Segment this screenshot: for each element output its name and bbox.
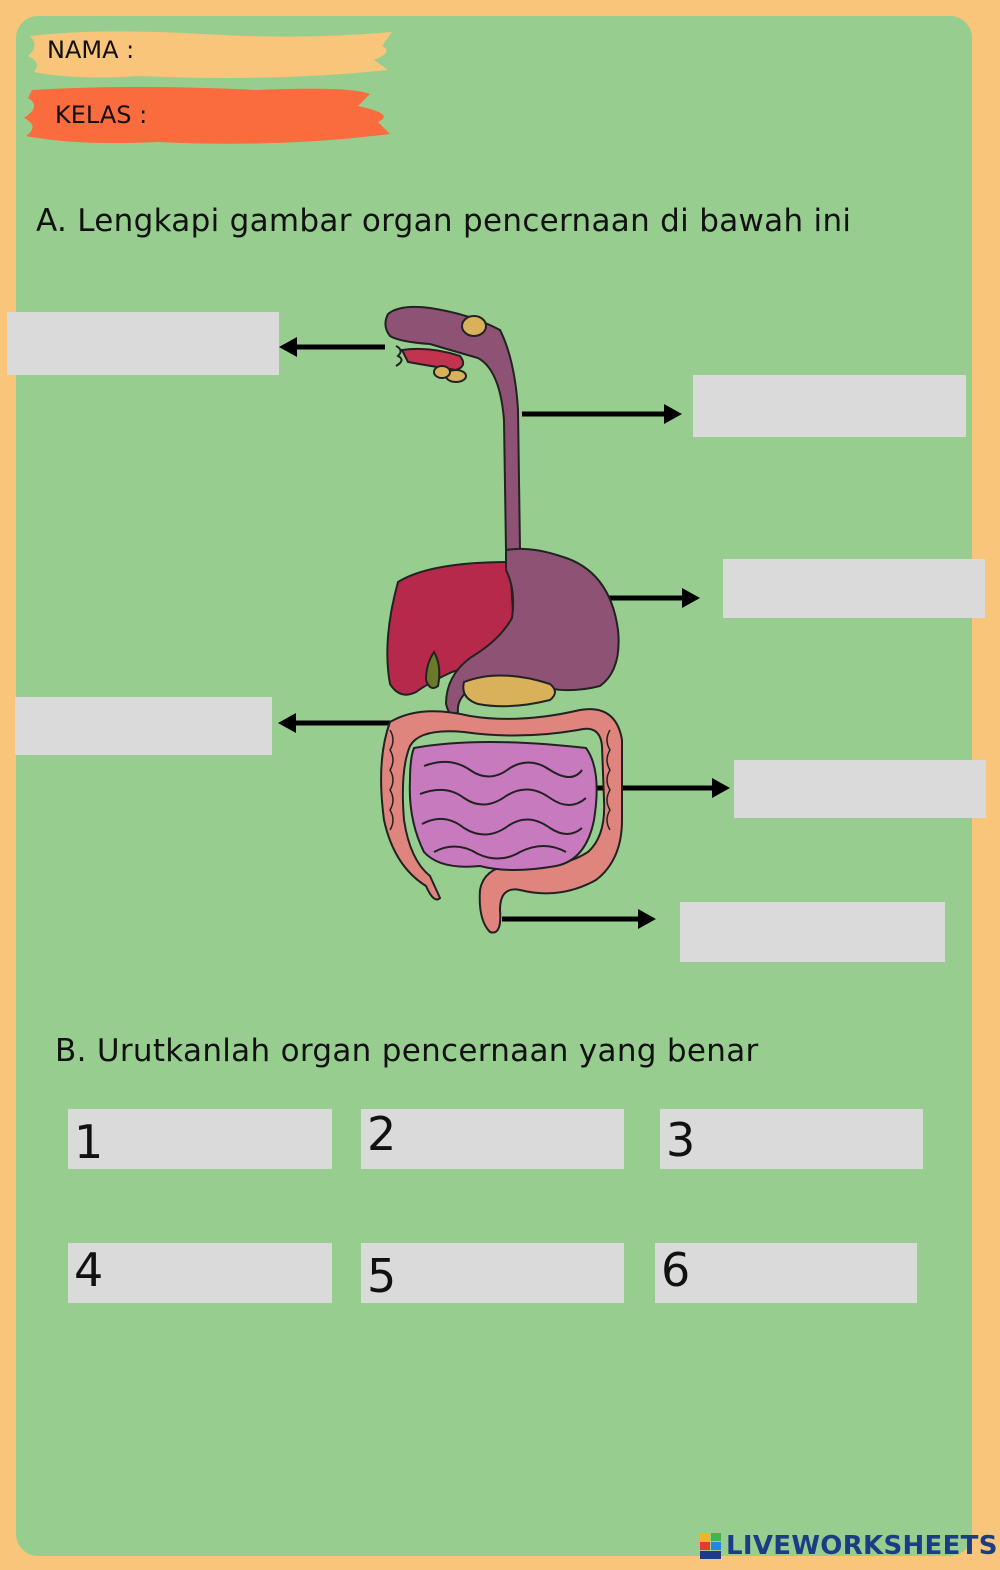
mouth-cavity [384, 305, 533, 565]
arrow-to-small-intestine-box [574, 778, 730, 798]
answer-box-rectum[interactable] [680, 902, 945, 962]
order-box-6[interactable]: 6 [655, 1243, 917, 1303]
order-number: 1 [74, 1115, 104, 1169]
order-number: 2 [367, 1107, 397, 1161]
arrow-to-mouth-box [279, 337, 385, 357]
small-intestine [408, 741, 598, 871]
order-box-3[interactable]: 3 [660, 1109, 923, 1169]
order-box-5[interactable]: 5 [361, 1243, 624, 1303]
name-label: NAMA : [47, 36, 135, 64]
order-box-1[interactable]: 1 [68, 1109, 332, 1169]
order-number: 5 [367, 1249, 397, 1303]
logo-text: LIVEWORKSHEETS [726, 1531, 998, 1561]
class-label: KELAS : [55, 101, 148, 129]
pancreas [462, 674, 556, 708]
order-number: 4 [74, 1243, 104, 1297]
liveworksheets-logo[interactable]: LIVEWORKSHEETS [700, 1530, 998, 1562]
order-box-4[interactable]: 4 [68, 1243, 332, 1303]
digestive-system-illustration [380, 305, 623, 934]
answer-box-stomach[interactable] [723, 559, 985, 618]
section-b-title: B. Urutkanlah organ pencernaan yang bena… [55, 1033, 759, 1069]
order-number: 3 [666, 1113, 696, 1167]
answer-box-esophagus[interactable] [693, 375, 966, 437]
arrow-to-esophagus-box [522, 404, 682, 424]
order-box-2[interactable]: 2 [361, 1107, 624, 1169]
section-a-title: A. Lengkapi gambar organ pencernaan di b… [36, 203, 852, 239]
answer-box-mouth[interactable] [7, 312, 279, 375]
class-brush-stroke [24, 87, 390, 144]
answer-box-small-intestine[interactable] [734, 760, 986, 818]
order-number: 6 [661, 1243, 691, 1297]
liveworksheets-logo-icon [700, 1533, 721, 1559]
answer-box-large-intestine[interactable] [15, 697, 272, 755]
arrow-to-rectum-box [502, 909, 656, 929]
name-brush-stroke [28, 31, 392, 78]
